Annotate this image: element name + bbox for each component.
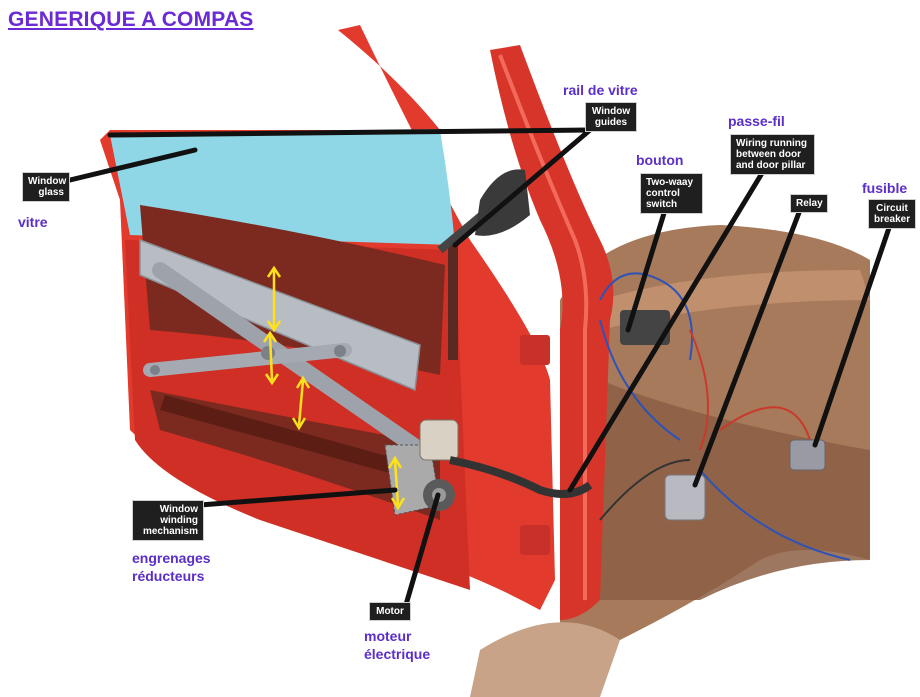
label-two-way-switch: Two-waay control switch [640,173,703,214]
lift-arm-2 [143,343,352,377]
door-pillar [490,45,614,620]
hinge-bottom [520,525,550,555]
label-window-guides: Window guides [585,102,637,132]
floor-edge [470,622,620,697]
french-vitre: vitre [18,214,48,230]
french-rail-de-vitre: rail de vitre [563,82,638,98]
hinge-top [520,335,550,365]
label-wiring: Wiring running between door and door pil… [730,134,815,175]
french-engrenages: engrenages réducteurs [132,550,211,584]
panel-slot [160,395,420,480]
french-moteur: moteur électrique [364,628,431,662]
page-title: GENERIQUE A COMPAS [8,8,254,31]
label-circuit-breaker: Circuit breaker [868,199,916,229]
relay-unit [664,474,706,521]
pointer-lines [67,127,893,611]
pillar-highlight [498,54,589,600]
wire-coil [449,456,593,498]
label-window-glass: Window glass [22,172,70,202]
label-relay: Relay [790,194,828,213]
label-winding-mechanism: Window winding mechanism [132,500,204,541]
french-bouton: bouton [636,152,684,168]
window-guide-rail-right [448,240,458,360]
french-fusible: fusible [862,180,908,196]
breaker-unit [789,439,826,471]
french-passe-fil: passe-fil [728,113,785,129]
motor-body [419,419,459,461]
label-motor: Motor [369,602,411,621]
movement-arrows [262,265,406,511]
